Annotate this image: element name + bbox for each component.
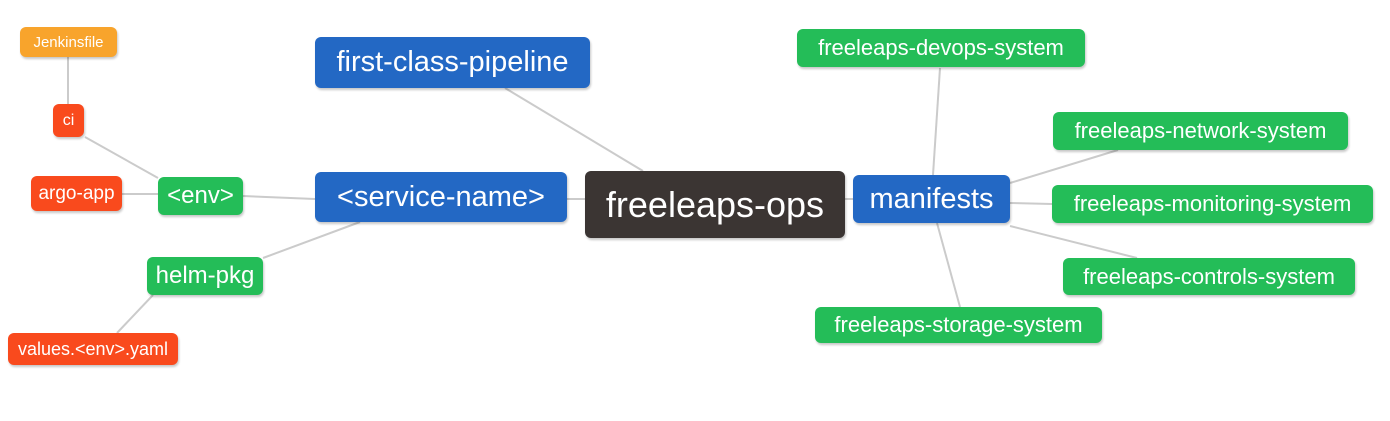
mindmap-node-network-system[interactable]: freeleaps-network-system bbox=[1053, 112, 1348, 150]
mindmap-node-ci[interactable]: ci bbox=[53, 104, 84, 137]
mindmap-node-first-class-pipeline[interactable]: first-class-pipeline bbox=[315, 37, 590, 88]
mindmap-node-helm-pkg[interactable]: helm-pkg bbox=[147, 257, 263, 295]
edge-freeleaps-ops-first-class-pipeline bbox=[504, 87, 644, 172]
mindmap-node-devops-system[interactable]: freeleaps-devops-system bbox=[797, 29, 1085, 67]
edge-env-ci bbox=[84, 136, 159, 179]
edge-service-name-helm-pkg bbox=[262, 221, 361, 259]
edge-manifests-monitoring-system bbox=[1009, 202, 1053, 205]
edge-manifests-network-system bbox=[1009, 149, 1119, 184]
mindmap-node-storage-system[interactable]: freeleaps-storage-system bbox=[815, 307, 1102, 343]
edge-manifests-controls-system bbox=[1009, 225, 1138, 259]
edge-manifests-storage-system bbox=[936, 222, 961, 308]
edge-helm-pkg-values-env-yaml bbox=[116, 294, 154, 334]
edge-service-name-env bbox=[242, 195, 316, 200]
mindmap-node-service-name[interactable]: <service-name> bbox=[315, 172, 567, 222]
mindmap-node-env[interactable]: <env> bbox=[158, 177, 243, 215]
edge-manifests-devops-system bbox=[932, 67, 941, 176]
mindmap-node-manifests[interactable]: manifests bbox=[853, 175, 1010, 223]
mindmap-node-jenkinsfile[interactable]: Jenkinsfile bbox=[20, 27, 117, 57]
mindmap-node-monitoring-system[interactable]: freeleaps-monitoring-system bbox=[1052, 185, 1373, 223]
mindmap-node-freeleaps-ops[interactable]: freeleaps-ops bbox=[585, 171, 845, 238]
mindmap-node-argo-app[interactable]: argo-app bbox=[31, 176, 122, 211]
mindmap-node-values-env-yaml[interactable]: values.<env>.yaml bbox=[8, 333, 178, 365]
mindmap-node-controls-system[interactable]: freeleaps-controls-system bbox=[1063, 258, 1355, 295]
